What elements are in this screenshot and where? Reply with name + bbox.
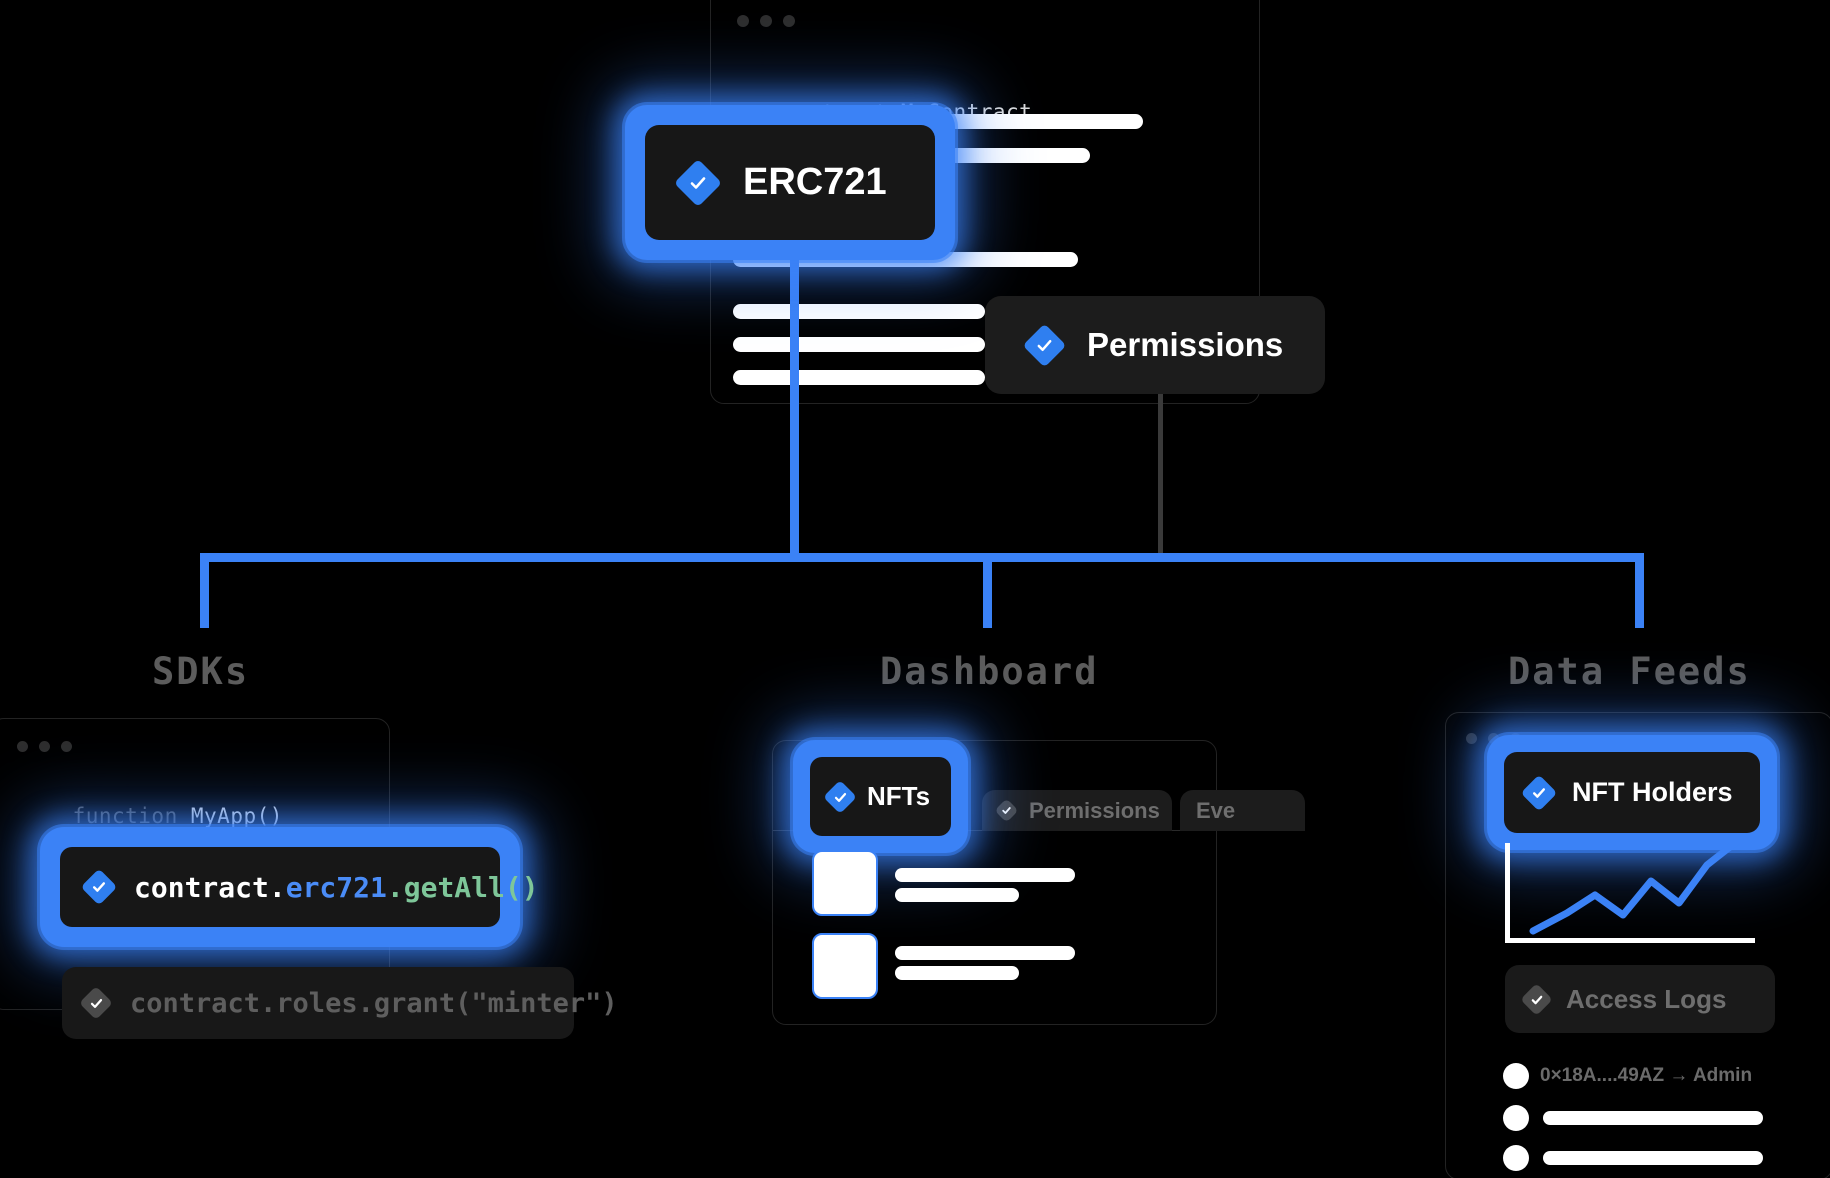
connector-permissions-vertical [1158, 390, 1163, 560]
check-diamond-icon [673, 158, 723, 207]
dashboard-tab-events-label: Eve [1196, 797, 1236, 823]
window-dot-minimize[interactable] [760, 15, 772, 27]
dashboard-tab-permissions-label: Permissions [1029, 797, 1160, 823]
window-dot-close[interactable] [17, 741, 28, 752]
list-item-line [895, 966, 1019, 980]
chip-erc721[interactable]: ERC721 [625, 105, 955, 260]
connector-branch-dashboard [983, 553, 992, 628]
dashboard-tab-permissions[interactable]: Permissions [982, 790, 1172, 831]
check-diamond-icon [994, 798, 1019, 823]
chip-nft-holders-label: NFT Holders [1572, 777, 1733, 807]
skeleton-bar [733, 370, 985, 385]
sdk-row-getall[interactable]: contract.erc721.getAll() [40, 827, 539, 947]
chip-permissions[interactable]: Permissions [985, 296, 1325, 394]
avatar [1503, 1063, 1529, 1089]
code-identifier: MyApp() [190, 804, 283, 828]
chip-nft-holders[interactable]: NFT Holders [1487, 735, 1777, 850]
nft-holders-chart [1505, 843, 1770, 948]
window-controls [737, 15, 795, 27]
window-dot-minimize[interactable] [39, 741, 50, 752]
code-part-method: .getAll() [386, 870, 539, 904]
skeleton-bar [733, 304, 985, 319]
avatar [1503, 1105, 1529, 1131]
chart-y-axis [1505, 843, 1510, 943]
chip-erc721-label: ERC721 [743, 161, 887, 203]
connector-branch-sdks [200, 553, 209, 628]
sdks-code-line: function MyApp() [20, 780, 283, 852]
dashboard-tab-events[interactable]: Eve [1180, 790, 1305, 831]
skeleton-bar [733, 337, 985, 352]
section-title-dashboard: Dashboard [880, 650, 1099, 693]
chip-access-logs[interactable]: Access Logs [1505, 965, 1775, 1033]
dashboard-tab-nfts-label: NFTs [867, 781, 931, 811]
check-diamond-icon [823, 779, 857, 814]
list-item-line [895, 946, 1075, 960]
window-dot-maximize[interactable] [783, 15, 795, 27]
window-dot-maximize[interactable] [61, 741, 72, 752]
chip-permissions-label: Permissions [1087, 326, 1284, 363]
code-part-namespace: erc721 [285, 870, 387, 904]
chart-x-axis [1505, 938, 1755, 943]
code-part-object: contract. [134, 870, 286, 904]
check-diamond-icon [80, 868, 118, 906]
window-dot-close[interactable] [737, 15, 749, 27]
dashboard-tab-nfts[interactable]: NFTs [793, 740, 968, 853]
connector-erc721-vertical [790, 240, 799, 560]
avatar [1503, 1145, 1529, 1171]
check-diamond-icon [1022, 323, 1067, 367]
list-item-line [895, 888, 1019, 902]
connector-bus-horizontal [200, 553, 1644, 562]
sdk-row-getall-code: contract.erc721.getAll() [134, 871, 539, 904]
list-item-line [895, 868, 1075, 882]
sdk-row-roles-grant-code: contract.roles.grant("minter") [130, 987, 618, 1019]
sdk-row-roles-grant[interactable]: contract.roles.grant("minter") [62, 967, 618, 1039]
window-dot-close[interactable] [1466, 733, 1477, 744]
feed-row-placeholder [1543, 1111, 1763, 1125]
check-diamond-icon [1520, 982, 1553, 1016]
chip-access-logs-label: Access Logs [1566, 983, 1727, 1014]
section-title-sdks: SDKs [152, 650, 250, 693]
feed-row-placeholder [1543, 1151, 1763, 1165]
feed-row-address: 0×18A....49AZ → Admin [1540, 1065, 1753, 1086]
connector-branch-data-feeds [1635, 553, 1644, 628]
nft-thumbnail[interactable] [812, 933, 878, 999]
chart-line-series [1529, 843, 1739, 935]
nft-thumbnail[interactable] [812, 850, 878, 916]
window-controls [17, 741, 72, 752]
section-title-data-feeds: Data Feeds [1508, 650, 1751, 693]
code-keyword: function [72, 804, 178, 828]
window-dot-minimize[interactable] [1488, 733, 1499, 744]
check-diamond-icon [79, 986, 113, 1020]
check-diamond-icon [1520, 774, 1558, 811]
